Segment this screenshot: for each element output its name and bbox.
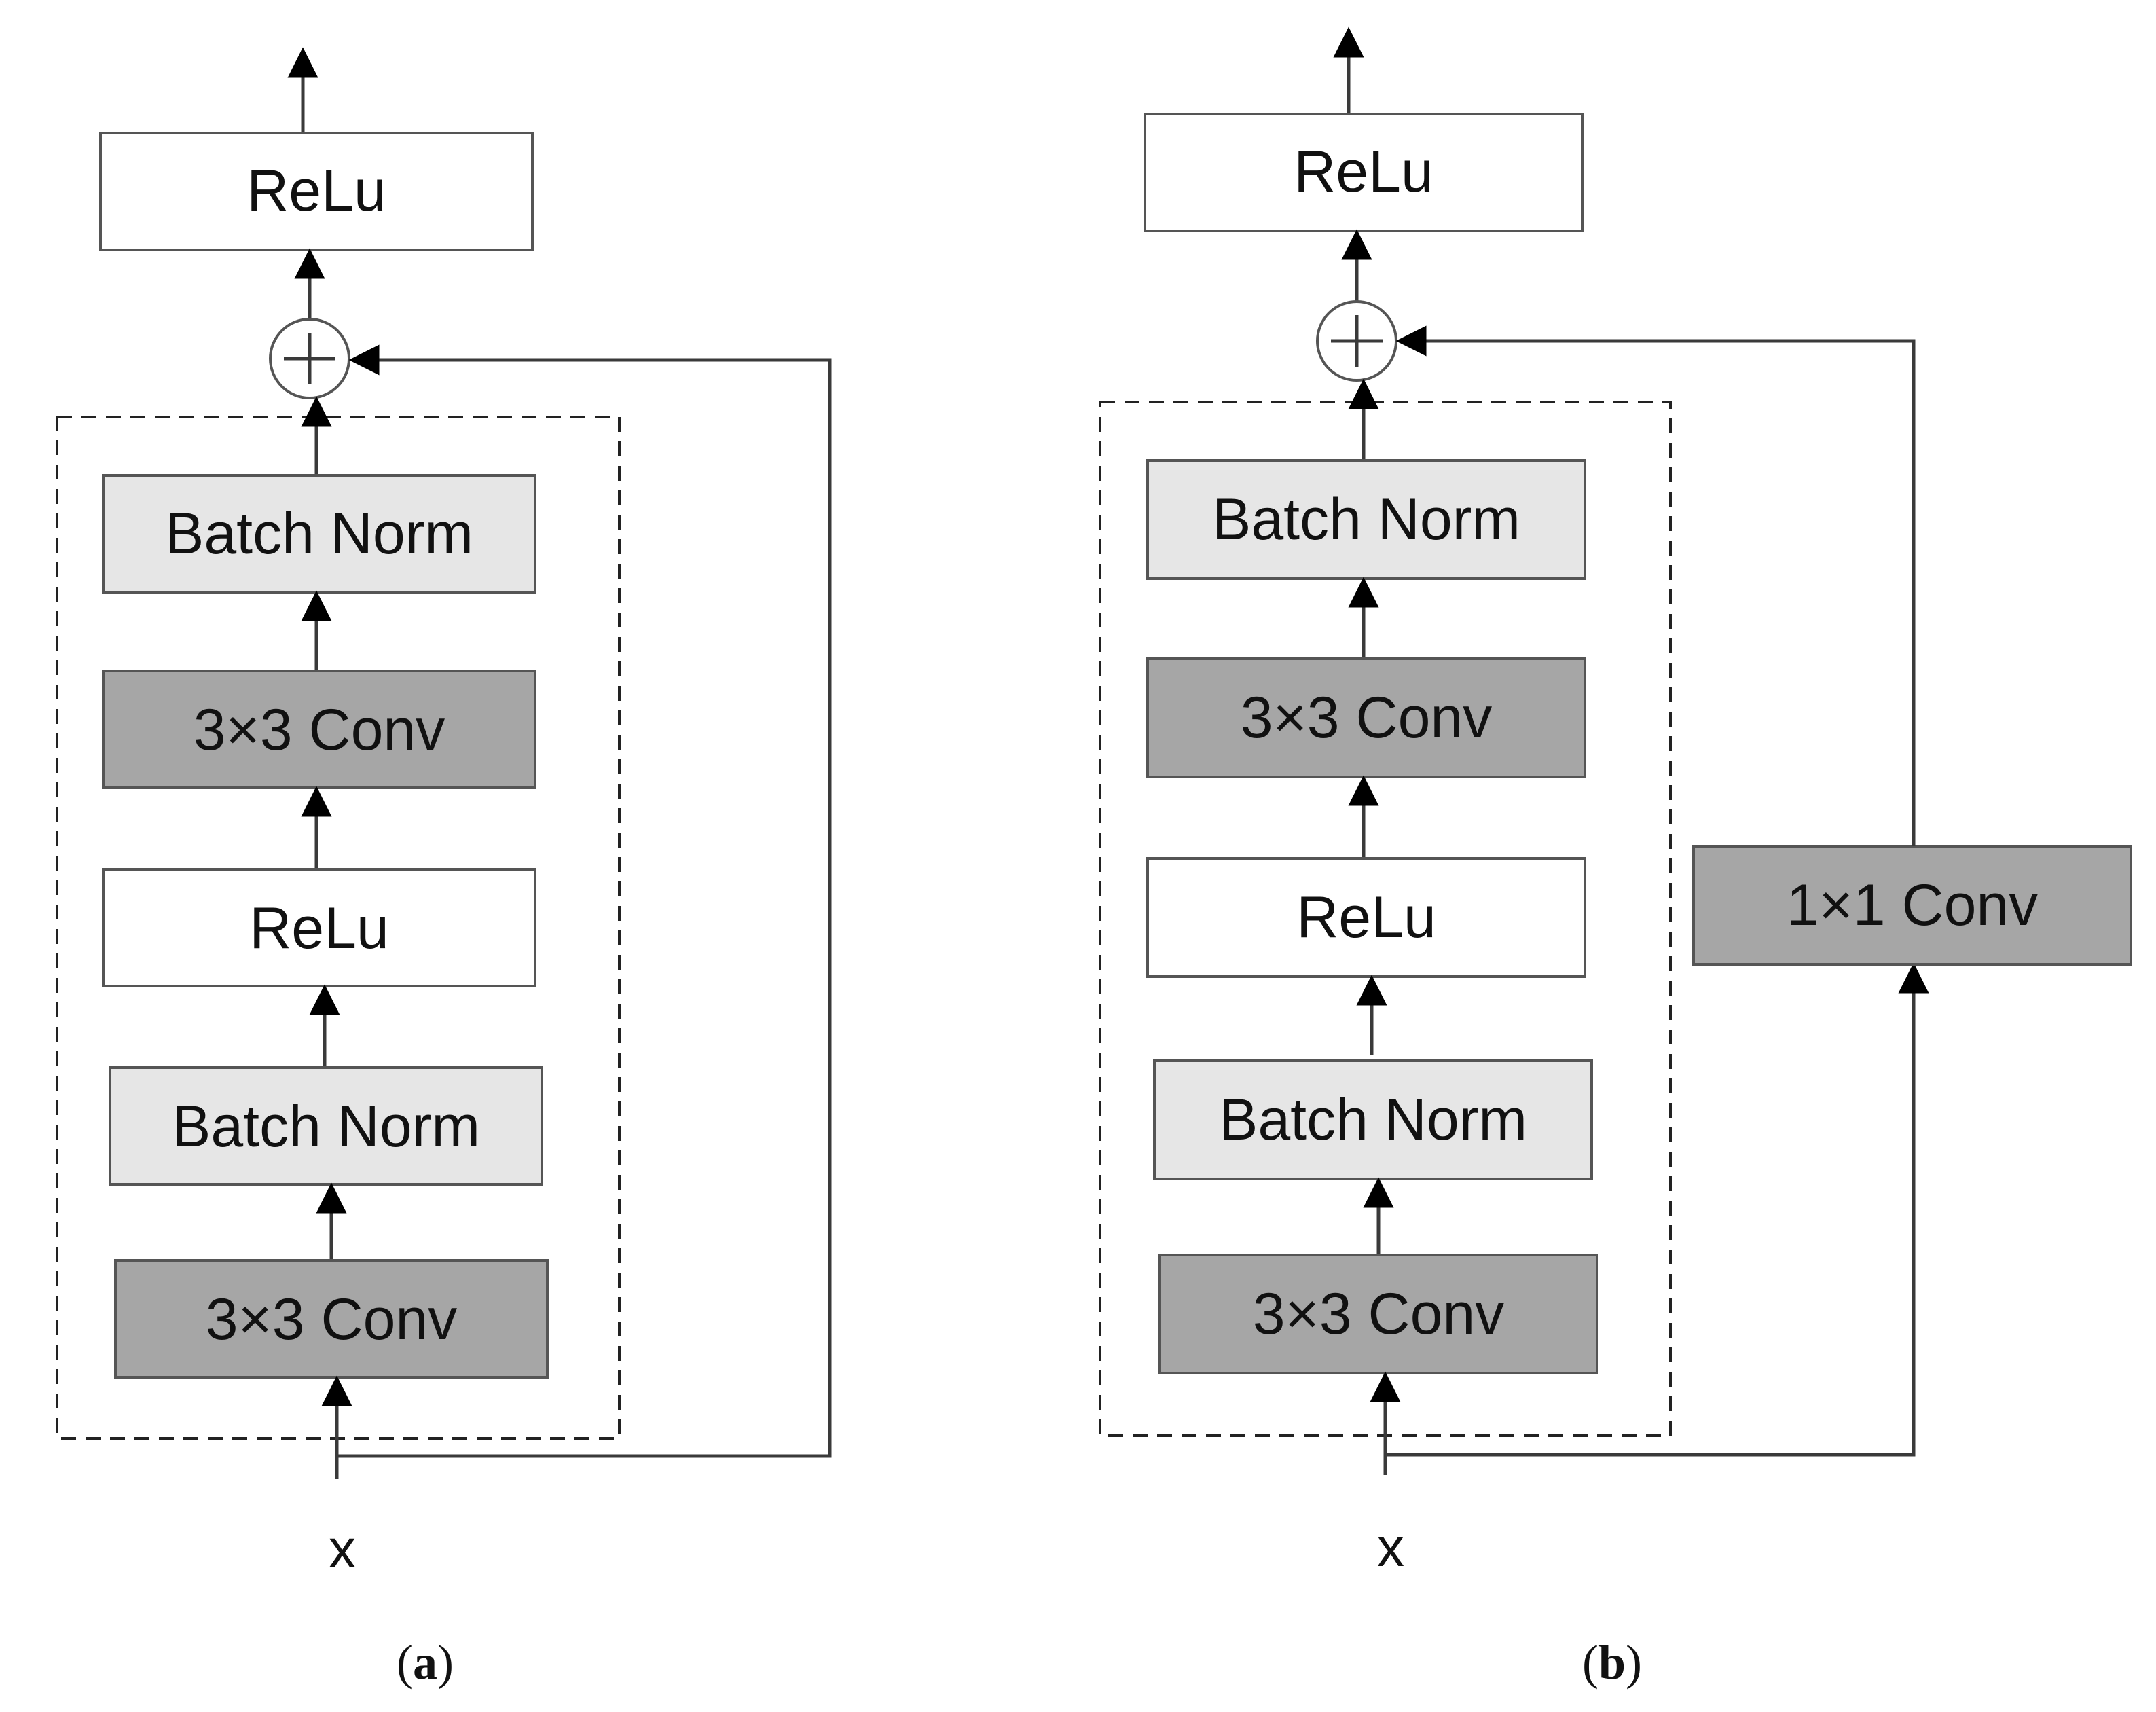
panel-a-addition-node — [269, 318, 350, 399]
panel-a-conv-1-label: 3×3 Conv — [206, 1287, 458, 1352]
panel-a-conv-2-label: 3×3 Conv — [194, 697, 445, 763]
panel-b-batch-norm-1-label: Batch Norm — [1219, 1087, 1527, 1152]
panel-a-conv-1-box — [114, 1259, 549, 1379]
panel-b-conv-1-box — [1158, 1254, 1598, 1374]
panel-b-batch-norm-1-box — [1153, 1059, 1593, 1180]
panel-a-batch-norm-1-box — [109, 1066, 543, 1186]
panel-a-batch-norm-2-label: Batch Norm — [165, 501, 473, 566]
panel-b-batch-norm-2-box — [1146, 459, 1586, 580]
panel-b-conv-1-label: 3×3 Conv — [1253, 1281, 1505, 1347]
panel-b-relu-mid-box — [1146, 857, 1586, 978]
panel-b-input-label: x — [1377, 1517, 1404, 1578]
panel-b-shortcut-to-projection — [1385, 962, 1929, 1457]
panel-a-skip-connection — [337, 344, 832, 1458]
panel-a-batch-norm-1-label: Batch Norm — [172, 1094, 480, 1159]
panel-a-conv-2-box — [102, 670, 536, 789]
panel-a-top-relu-label: ReLu — [246, 158, 386, 223]
panel-a-relu-mid-box — [102, 868, 536, 987]
panel-a: ReLu Batch Norm 3×3 Conv ReLu Batch Norm — [56, 47, 832, 1690]
panel-a-batch-norm-2-box — [102, 474, 536, 594]
panel-b-conv-2-label: 3×3 Conv — [1241, 685, 1493, 750]
panel-b-batch-norm-2-label: Batch Norm — [1212, 487, 1520, 552]
panel-b-shortcut-conv-label: 1×1 Conv — [1787, 873, 2039, 938]
panel-b-relu-mid-label: ReLu — [1296, 885, 1436, 950]
panel-b-conv-2-box — [1146, 657, 1586, 778]
panel-a-top-relu-box — [99, 132, 534, 251]
panel-a-caption: (a) — [397, 1635, 454, 1690]
panel-a-relu-mid-label: ReLu — [249, 896, 389, 961]
panel-a-input-label: x — [329, 1518, 356, 1579]
panel-b-caption: (b) — [1582, 1635, 1642, 1690]
panel-b-shortcut-conv-box — [1692, 845, 2132, 966]
panel-b: ReLu Batch Norm 3×3 Conv ReLu Batch Norm — [1099, 26, 2132, 1690]
panel-b-top-relu-label: ReLu — [1294, 139, 1433, 204]
panel-b-addition-node — [1316, 300, 1397, 382]
panel-b-projection-to-add — [1395, 325, 1916, 846]
